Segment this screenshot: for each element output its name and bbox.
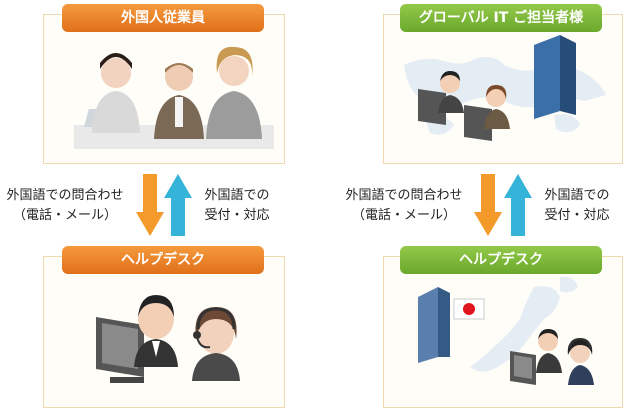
right-up-arrow [504,174,532,236]
right-bottom-box [383,256,623,408]
left-bottom-title: ヘルプデスク [62,246,264,274]
right-down-arrow [474,174,502,236]
left-up-label: 外国語での 受付・対応 [204,188,270,223]
right-down-label: 外国語での問合わせ （電話・メール） [345,188,463,223]
left-top-title: 外国人従業員 [62,4,264,32]
employees-illustration [74,46,274,149]
left-down-label: 外国語での問合わせ （電話・メール） [6,188,124,223]
right-top-box [383,14,623,164]
left-down-arrow [136,174,164,236]
japan-helpdesk-illustration [418,276,594,385]
left-bottom-box [43,256,285,408]
helpdesk-illustration [96,295,240,383]
left-top-box [43,14,285,164]
global-it-illustration [404,35,606,141]
right-bottom-title: ヘルプデスク [400,246,602,274]
right-up-label: 外国語での 受付・対応 [544,188,610,223]
left-up-arrow [164,174,192,236]
right-top-title: グローバル IT ご担当者様 [400,4,602,32]
